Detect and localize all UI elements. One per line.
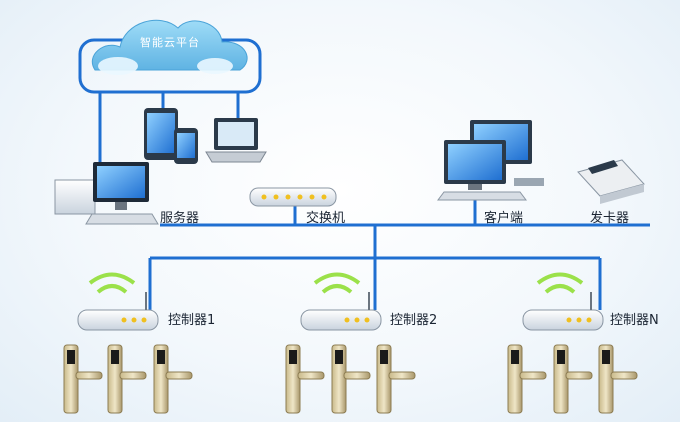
connection-lines — [98, 92, 650, 310]
door-lock-icon — [107, 344, 147, 414]
door-lock-icon — [376, 344, 416, 414]
door-lock-icon — [553, 344, 593, 414]
phone-icon — [174, 128, 198, 164]
door-lock-icon — [285, 344, 325, 414]
cloud-platform-label: 智能云平台 — [140, 36, 200, 49]
door-locks-group-1 — [63, 344, 193, 414]
client-computer-icon — [437, 120, 544, 201]
door-lock-icon — [507, 344, 547, 414]
controller-2-icon — [300, 272, 382, 331]
tablet-icon — [144, 108, 178, 160]
switch-icon — [249, 187, 337, 207]
card-issuer-label: 发卡器 — [590, 211, 630, 226]
controller-n-label: 控制器N — [610, 313, 659, 328]
cloud-platform — [78, 19, 262, 94]
controller-n-icon — [522, 272, 604, 331]
card-issuer-icon — [577, 159, 645, 204]
controller-1-icon — [77, 272, 159, 331]
controller-1-label: 控制器1 — [168, 313, 216, 328]
laptop-icon — [205, 118, 267, 163]
door-locks-group-n — [507, 344, 638, 414]
controller-2-label: 控制器2 — [390, 313, 438, 328]
door-lock-icon — [153, 344, 193, 414]
switch-label: 交换机 — [306, 211, 346, 226]
door-lock-icon — [331, 344, 371, 414]
door-locks-group-2 — [285, 344, 416, 414]
server-label: 服务器 — [160, 211, 200, 226]
door-lock-icon — [598, 344, 638, 414]
door-lock-icon — [63, 344, 103, 414]
client-label: 客户端 — [484, 211, 524, 226]
server-icon — [54, 162, 159, 225]
